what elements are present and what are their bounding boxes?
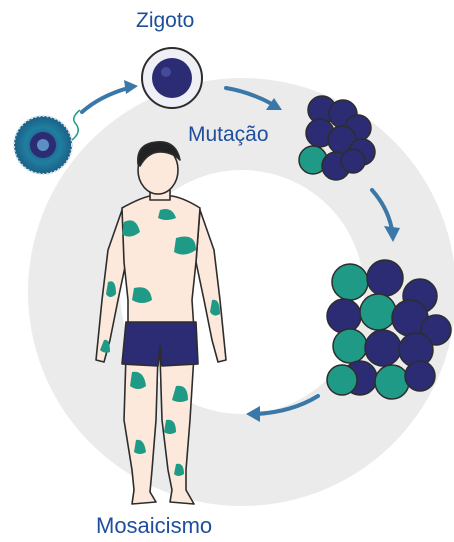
label-zygote: Zigoto [136,10,194,31]
label-mutation: Mutação [188,124,269,145]
label-mosaicism: Mosaicismo [96,515,212,537]
arrow-egg-to-zygote [82,88,128,112]
right-arm [196,210,226,362]
zygote-cell [142,48,202,108]
morula-cluster [299,96,375,180]
egg-cell [14,110,80,174]
